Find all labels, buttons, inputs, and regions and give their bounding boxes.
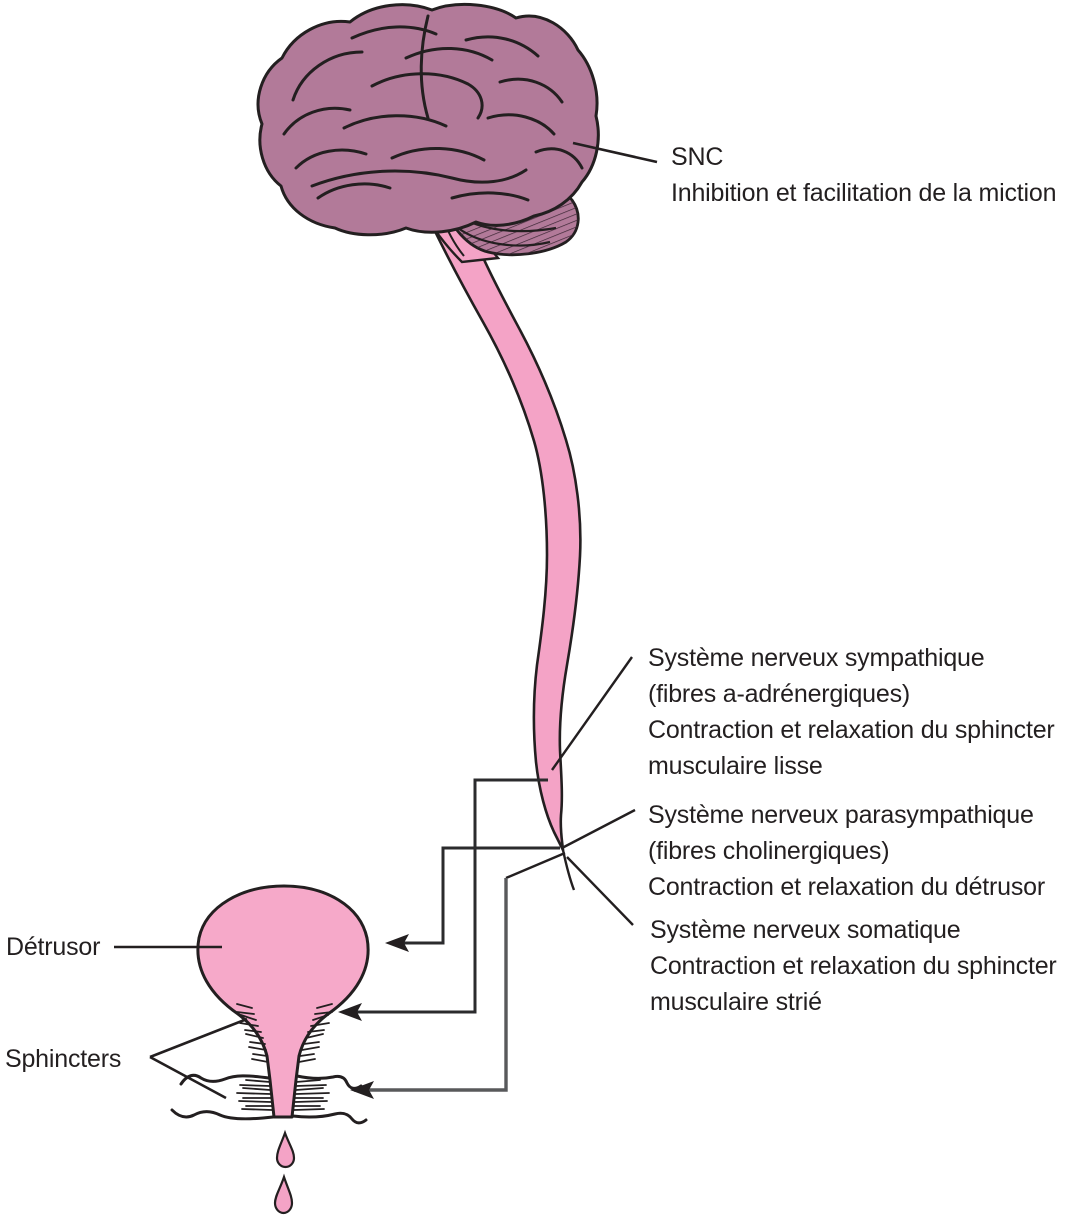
- sympathetic-label-line1: Système nerveux sympathique: [648, 644, 985, 672]
- sympathetic-connector: [338, 778, 548, 1021]
- detrusor-label: Détrusor: [6, 933, 101, 961]
- bladder: [196, 884, 370, 1119]
- parasympathetic-leader-line: [561, 808, 636, 850]
- urine-drop: [273, 1173, 294, 1215]
- parasympathetic-label-line1: Système nerveux parasympathique: [648, 801, 1034, 829]
- somatic-connector: [350, 851, 566, 1099]
- sympathetic-label-line2: (fibres a-adrénergiques): [648, 680, 910, 708]
- sphincters-leader-lines: [149, 1017, 248, 1100]
- brain-illustration: [256, 2, 658, 264]
- parasympathetic-label-line2: (fibres cholinergiques): [648, 837, 890, 865]
- snc-label: SNC Inhibition et facilitation de la mic…: [671, 139, 1056, 211]
- cord-tail: [561, 849, 576, 891]
- somatic-label-line1: Système nerveux somatique: [650, 916, 961, 944]
- arrowhead-smooth-sphincter: [338, 1003, 362, 1021]
- smooth-sphincter-fibres: [236, 1003, 333, 1063]
- spinal-cord: [421, 204, 582, 891]
- somatic-label: Système nerveux somatique Contraction et…: [650, 912, 1057, 1020]
- sympathetic-label-line4: musculaire lisse: [648, 752, 823, 780]
- arrowhead-detrusor: [385, 934, 409, 952]
- nerve-leader-lines: [551, 656, 636, 926]
- sympathetic-leader-line: [551, 656, 633, 771]
- somatic-label-line3: musculaire strié: [650, 988, 822, 1016]
- arrowhead-striated-sphincter: [350, 1081, 374, 1099]
- parasympathetic-connector: [385, 846, 560, 952]
- parasympathetic-label: Système nerveux parasympathique (fibres …: [648, 797, 1045, 905]
- striated-sphincter-fibres: [236, 1079, 330, 1111]
- parasympathetic-label-line3: Contraction et relaxation du détrusor: [648, 873, 1045, 901]
- sympathetic-label-line3: Contraction et relaxation du sphincter: [648, 716, 1055, 744]
- sympathetic-label: Système nerveux sympathique (fibres a-ad…: [648, 640, 1055, 784]
- sphincters-label: Sphincters: [5, 1045, 122, 1073]
- urine-drops: [273, 1129, 296, 1215]
- snc-leader-line: [572, 141, 658, 164]
- somatic-label-line2: Contraction et relaxation du sphincter: [650, 952, 1057, 980]
- brain-gyri: [282, 14, 584, 202]
- snc-label-line1: SNC: [671, 143, 724, 171]
- urine-drop: [275, 1129, 296, 1169]
- somatic-leader-line: [566, 856, 634, 926]
- snc-label-line2: Inhibition et facilitation de la miction: [671, 179, 1057, 207]
- pelvic-floor-lines: [170, 1073, 368, 1125]
